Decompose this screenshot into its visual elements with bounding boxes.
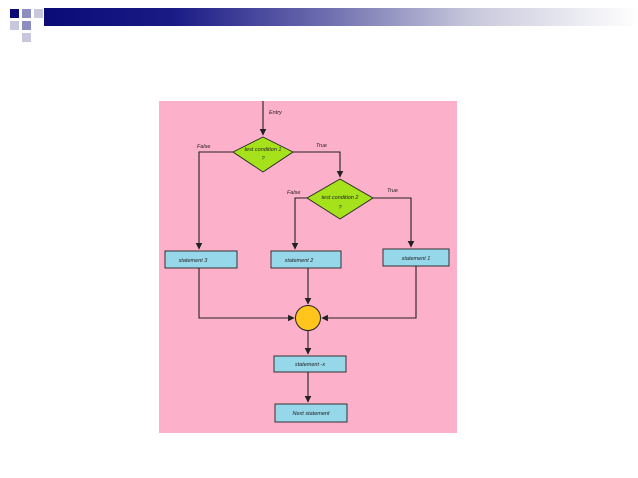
condition-2-true-arrow	[373, 197, 415, 248]
statement-3-box	[164, 250, 238, 269]
condition-1-false-arrow	[195, 151, 233, 250]
next-statement-text: Next statement	[293, 411, 330, 417]
entry-label: Entry	[269, 110, 283, 116]
flowchart-panel: Entry test condition 1 ? False True test…	[159, 101, 457, 433]
statement-1-text: statement 1	[402, 256, 431, 262]
statement-2-box	[270, 250, 342, 269]
test-condition-2-text: test condition 2	[322, 195, 359, 201]
condition-2-true-label: True	[387, 188, 398, 194]
merge-junction-circle	[295, 305, 321, 331]
decorative-square	[22, 21, 31, 30]
flowchart: Entry test condition 1 ? False True test…	[164, 101, 450, 423]
condition-2-false-label: False	[287, 190, 300, 196]
test-condition-1-diamond	[232, 136, 294, 173]
test-condition-1-text: test condition 1	[245, 147, 282, 153]
decorative-square	[34, 9, 43, 18]
test-condition-2-diamond	[306, 178, 374, 220]
statement-3-text: statement 3	[179, 258, 209, 264]
decorative-square	[10, 9, 19, 18]
decorative-square	[22, 9, 31, 18]
condition-2-false-arrow	[291, 197, 307, 250]
condition-1-true-label: True	[316, 143, 327, 149]
statement-x-text: statement -x	[295, 362, 326, 368]
test-condition-2-question: ?	[338, 205, 342, 211]
next-statement-box	[274, 403, 348, 423]
condition-1-true-arrow	[293, 151, 344, 178]
statement-x-box	[273, 355, 347, 373]
header-gradient-bar	[44, 8, 638, 26]
statement-2-text: statement 2	[285, 258, 314, 264]
test-condition-1-question: ?	[261, 156, 265, 162]
statement-3-to-junction-arrow	[198, 268, 295, 322]
decorative-square	[10, 21, 19, 30]
condition-1-false-label: False	[197, 144, 210, 150]
statement-1-to-junction-arrow	[321, 266, 417, 322]
decorative-square	[22, 33, 31, 42]
